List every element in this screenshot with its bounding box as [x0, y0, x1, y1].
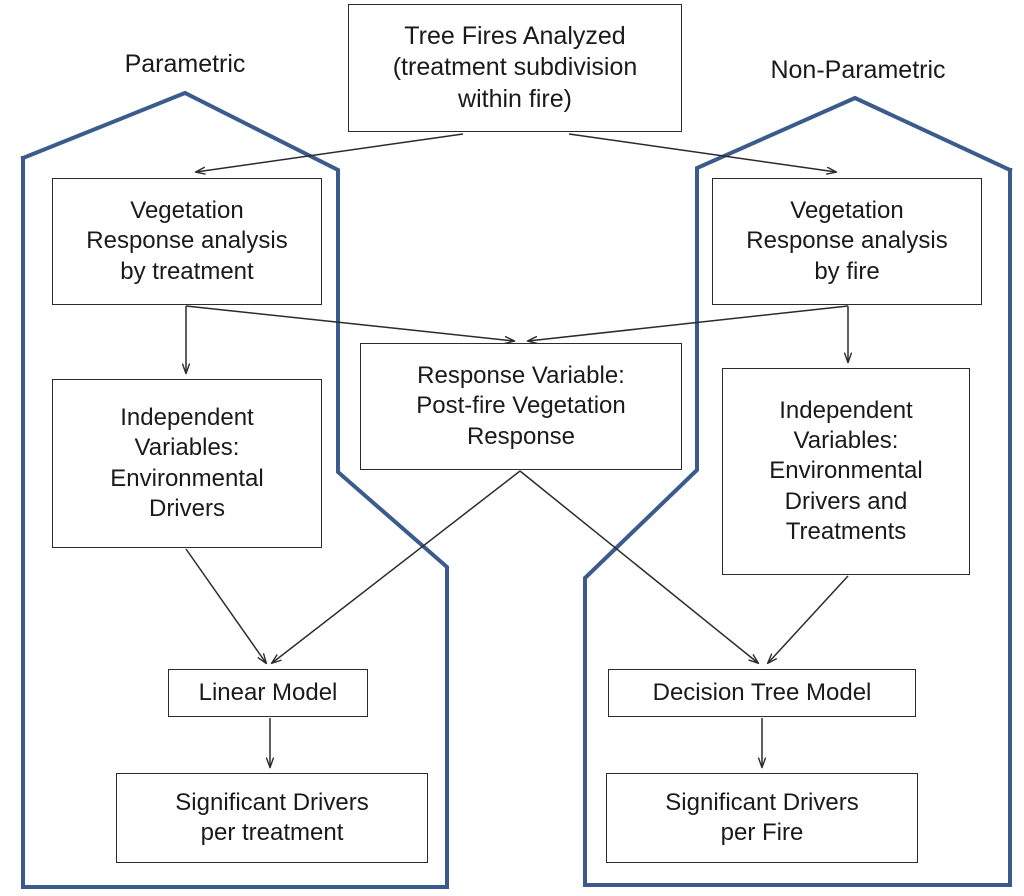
node-independent-variables-environmental-drivers[interactable]: Independent Variables: Environmental Dri… [52, 379, 322, 548]
edge-veg-treatment-to-response-variable [185, 305, 514, 341]
group-label-parametric: Parametric [124, 50, 246, 78]
node-decision-tree-model[interactable]: Decision Tree Model [608, 669, 916, 717]
edge-indep-drivers-treatments-to-decision-tree [768, 575, 849, 663]
node-response-variable-post-fire-vegetation-response[interactable]: Response Variable: Post-fire Vegetation … [360, 343, 682, 470]
edge-tree-fires-to-veg-treatment [196, 133, 464, 172]
node-tree-fires-analyzed[interactable]: Tree Fires Analyzed (treatment subdivisi… [348, 4, 682, 132]
node-vegetation-response-by-fire[interactable]: Vegetation Response analysis by fire [712, 178, 982, 305]
edge-indep-drivers-to-linear-model [185, 548, 266, 663]
node-independent-variables-environmental-drivers-and-treatments[interactable]: Independent Variables: Environmental Dri… [722, 368, 970, 575]
node-linear-model[interactable]: Linear Model [168, 669, 368, 717]
group-label-non-parametric: Non-Parametric [770, 56, 946, 84]
node-significant-drivers-per-treatment[interactable]: Significant Drivers per treatment [116, 773, 428, 863]
node-significant-drivers-per-fire[interactable]: Significant Drivers per Fire [606, 773, 918, 863]
node-vegetation-response-by-treatment[interactable]: Vegetation Response analysis by treatmen… [52, 178, 322, 305]
edge-tree-fires-to-veg-fire [568, 133, 836, 172]
edge-veg-fire-to-response-variable [528, 305, 849, 341]
